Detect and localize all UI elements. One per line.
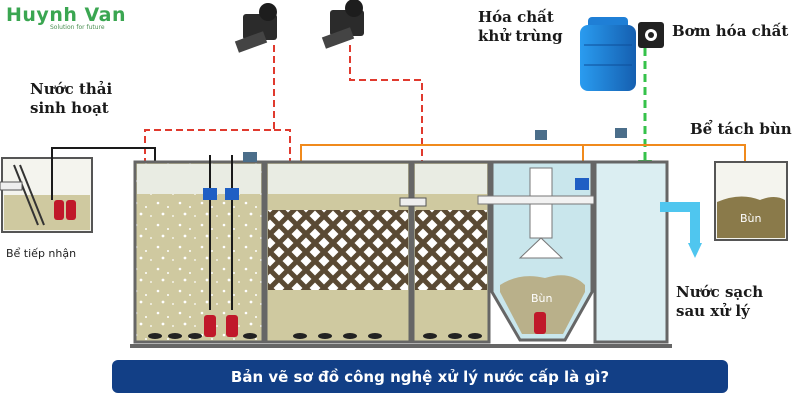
media-tank-1 [264,160,412,344]
air-blower-2 [321,0,364,49]
chemical-pump-label: Bơm hóa chất [672,22,789,40]
caption-banner: Bản vẽ sơ đồ công nghệ xử lý nước cấp là… [112,360,728,393]
clean-water-tank [593,160,669,344]
receiving-tank [0,157,93,233]
brand-tagline: Solution for future [50,24,105,31]
clean-water-label-line-2: sau xử lý [676,302,750,320]
sludge-tank-label: Bể tách bùn [690,120,792,138]
clean-water-label: Nước sạch sau xử lý [676,283,763,321]
chemical-label-line-2: khử trùng [478,27,563,45]
wastewater-label: Nước thải sinh hoạt [30,80,112,118]
media-tank-2 [399,160,491,344]
sludge-separation-tank [714,161,788,241]
separation-sludge-label: Bùn [740,212,762,225]
clean-water-label-line-1: Nước sạch [676,283,764,301]
wastewater-label-line-2: sinh hoạt [30,99,109,117]
settling-tank [477,160,599,342]
chemical-pump [638,22,664,48]
outflow-pipe [660,202,702,258]
wastewater-label-line-1: Nước thải [30,80,113,98]
receiving-tank-label: Bể tiếp nhận [6,247,77,260]
valves [243,128,627,190]
brand-name: Huynh Van [6,4,126,26]
air-blower-1 [234,3,277,53]
caption-text: Bản vẽ sơ đồ công nghệ xử lý nước cấp là… [230,367,610,386]
chemical-label: Hóa chất khử trùng [478,8,563,46]
settling-sludge-label: Bùn [531,292,553,305]
chemical-tank [580,17,636,91]
aeration-tank-1 [133,155,265,344]
chemical-label-line-1: Hóa chất [478,8,554,26]
brand-logo: Huynh Van Solution for future [6,4,126,31]
